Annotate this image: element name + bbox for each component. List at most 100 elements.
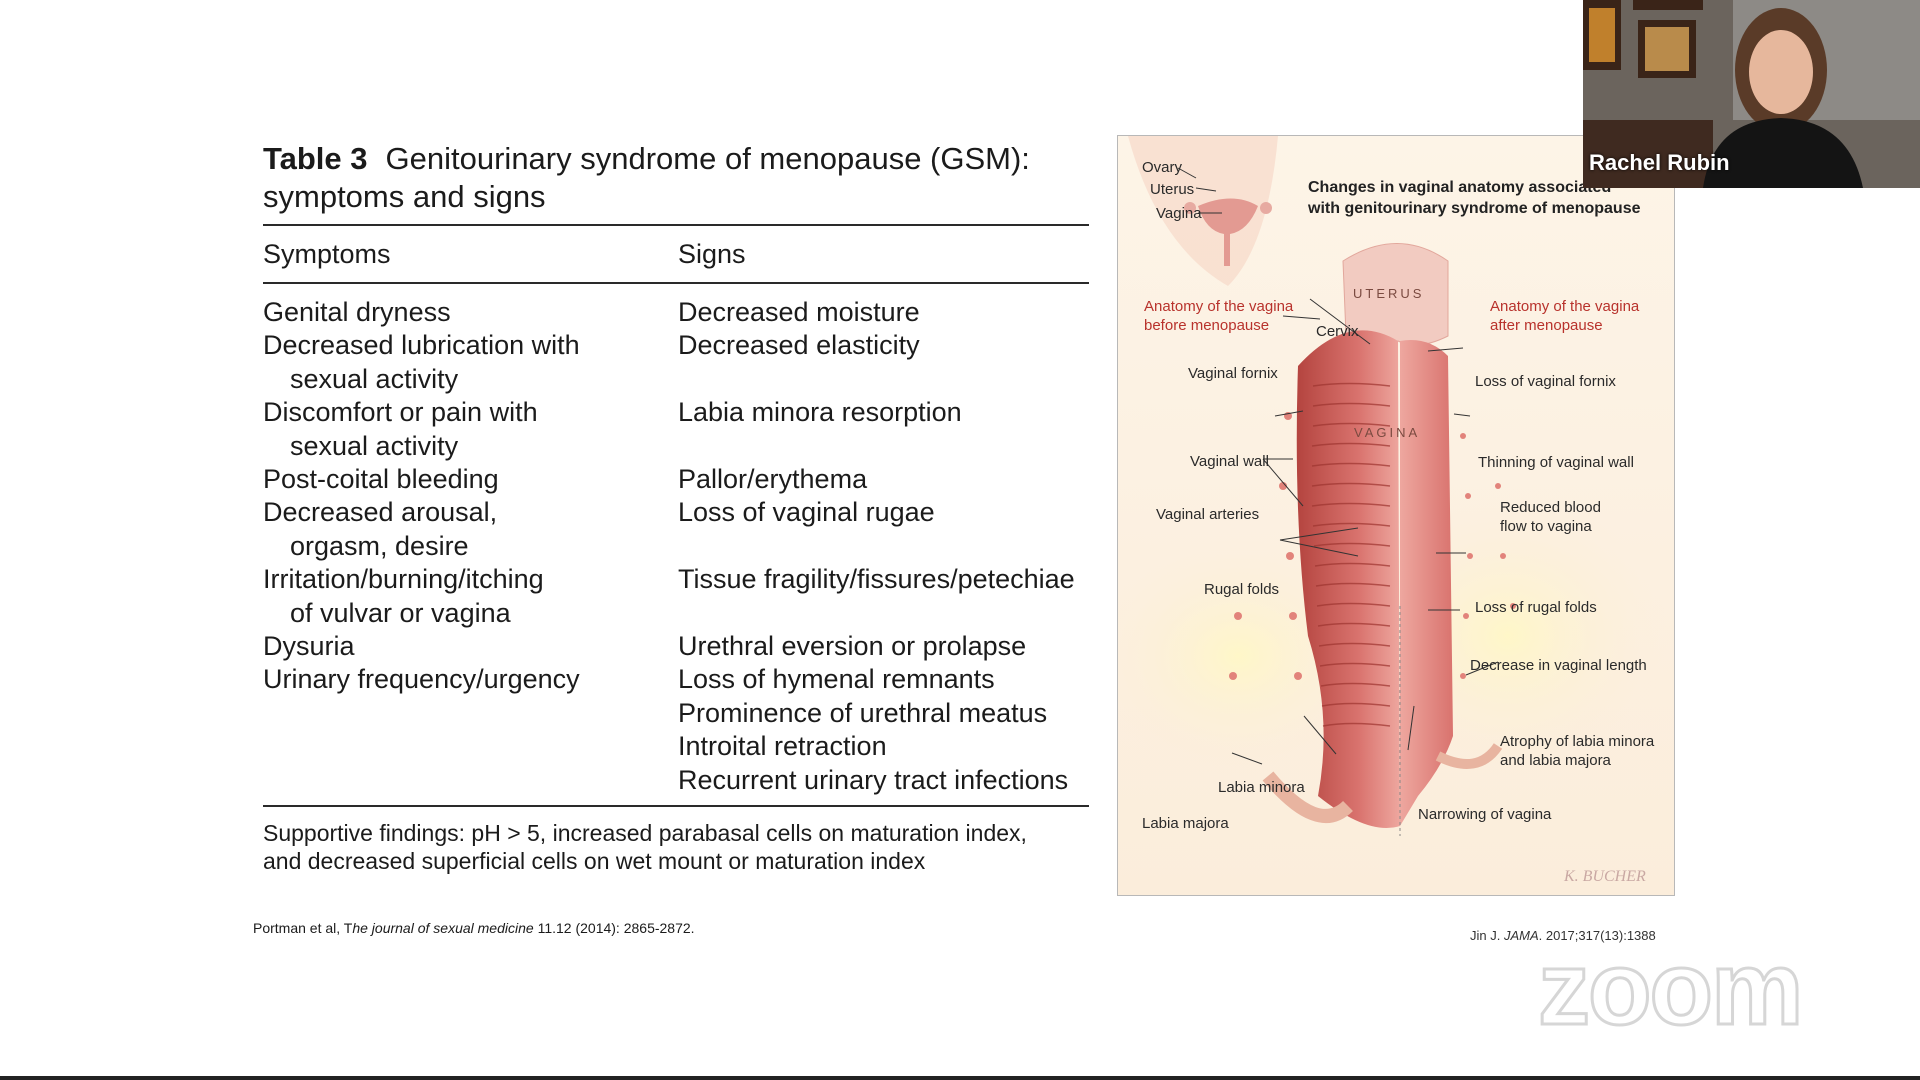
symptom-cell [263,730,678,763]
label-vagina-caps: VAGINA [1354,425,1420,440]
label-vaginal-arteries: Vaginal arteries [1156,506,1259,523]
window-bottom-edge [0,1076,1920,1080]
table-title-line1: Genitourinary syndrome of menopause (GSM… [385,141,1030,176]
sign-cell: Prominence of urethral meatus [678,697,1048,728]
symptom-cell: Decreased arousal,orgasm, desire [263,496,678,563]
symptom-text: Decreased lubrication with [263,330,580,361]
table-header-row: Symptoms Signs [263,226,1089,282]
label-cervix: Cervix [1316,323,1359,340]
label-vaginal-fornix: Vaginal fornix [1188,365,1278,382]
label-labia-majora: Labia majora [1142,815,1229,832]
inset-ovary-right [1260,202,1272,214]
symptom-text: sexual activity [290,363,459,394]
sign-cell: Decreased moisture [678,297,920,327]
symptom-text: Post-coital bleeding [263,464,499,495]
label-reduced-blood-line2: flow to vagina [1500,518,1592,535]
table-top-rule [263,224,1089,226]
labia-before [1262,771,1353,823]
supportive-findings-line2: and decreased superficial cells on wet m… [263,848,926,875]
table-row: Prominence of urethral meatus [263,697,1089,730]
sign-cell: Recurrent urinary tract infections [678,764,1069,795]
symptom-cell: Urinary frequency/urgency [263,663,678,696]
sign-cell: Introital retraction [678,731,887,762]
anatomy-figure: Changes in vaginal anatomy associated wi… [1117,135,1675,896]
symptom-text: Urinary frequency/urgency [263,664,580,695]
figure-title-line1: Changes in vaginal anatomy associated [1308,179,1611,196]
figure-title-line2: with genitourinary syndrome of menopause [1307,200,1641,217]
person-body [1703,118,1863,188]
supportive-findings-line1: Supportive findings: pH > 5, increased p… [263,820,1027,847]
table-row: Recurrent urinary tract infections [263,764,1089,797]
label-ovary: Ovary [1142,159,1183,176]
inset-uterus [1198,198,1258,266]
table-row: Urinary frequency/urgency Loss of hymenal… [263,663,1089,696]
symptom-text: Discomfort or pain with [263,397,538,428]
table-title-line2: symptoms and signs [263,179,546,214]
vagina-before [1296,330,1400,828]
label-loss-rugal: Loss of rugal folds [1475,599,1597,616]
sign-cell: Loss of hymenal remnants [678,664,995,695]
table-row: Introital retraction [263,730,1089,763]
sign-cell: Tissue fragility/fissures/petechiae [678,564,1075,595]
symptom-text: Decreased arousal, [263,497,498,528]
citation-portman: Portman et al, The journal of sexual med… [253,920,695,936]
label-labia-minora: Labia minora [1218,779,1305,796]
table-number: Table 3 [263,141,368,176]
label-thinning-wall: Thinning of vaginal wall [1478,454,1634,471]
citation-right-suffix: . 2017;317(13):1388 [1538,928,1656,943]
label-narrowing: Narrowing of vagina [1418,806,1552,823]
label-reduced-blood-line1: Reduced blood [1500,499,1601,516]
label-rugal-folds: Rugal folds [1204,581,1279,598]
label-after-line1: Anatomy of the vagina [1490,298,1640,315]
supportive-findings: Supportive findings: pH > 5, increased p… [263,819,1089,875]
citation-right-journal: JAMA [1503,928,1539,943]
citation-left-suffix: 11.12 (2014): 2865-2872. [533,920,695,936]
leader-lines [1177,167,1499,765]
citation-left-prefix: Portman et al, T [253,920,353,936]
sign-cell: Decreased elasticity [678,330,920,361]
label-atrophy-line1: Atrophy of labia minora [1500,733,1655,750]
label-atrophy-line2: and labia majora [1500,752,1612,769]
participant-video-feed [1583,0,1920,188]
column-header-signs: Signs [678,238,746,269]
labia-after [1435,742,1503,769]
sign-cell: Pallor/erythema [678,464,868,495]
table-row: Post-coital bleeding Pallor/erythema [263,463,1089,496]
citation-right-prefix: Jin J. [1470,928,1504,943]
inset-ovary-left [1184,202,1196,214]
citation-left-journal: he journal of sexual medicine [352,920,534,936]
symptom-cell: Dysuria [263,630,678,663]
symptom-cell [263,764,678,797]
picture-frame-1-inner [1589,8,1615,62]
symptom-cell [263,697,678,730]
table-header-rule [263,282,1089,284]
picture-frame-2-inner [1645,27,1689,71]
label-before-line2: before menopause [1144,317,1269,334]
participant-video-tile[interactable]: Rachel Rubin [1583,0,1920,188]
label-vagina-inset: Vagina [1156,205,1202,222]
sign-cell: Urethral eversion or prolapse [678,631,1027,662]
anatomy-illustration: Changes in vaginal anatomy associated wi… [1118,136,1668,885]
label-vaginal-wall: Vaginal wall [1190,453,1269,470]
label-decrease-length: Decrease in vaginal length [1470,657,1647,674]
label-after-line2: after menopause [1490,317,1603,334]
person-face [1749,30,1813,114]
illustrator-signature: K. BUCHER [1563,868,1646,885]
label-uterus-caps: UTERUS [1353,286,1424,301]
symptom-text: of vulvar or vagina [290,597,511,628]
citation-jin: Jin J. JAMA. 2017;317(13):1388 [1470,928,1656,943]
sign-cell: Loss of vaginal rugae [678,497,935,528]
symptom-cell: Post-coital bleeding [263,463,678,496]
rugal-fold-lines [1311,382,1391,727]
picture-frame-3 [1633,0,1703,10]
sign-cell: Labia minora resorption [678,397,962,428]
